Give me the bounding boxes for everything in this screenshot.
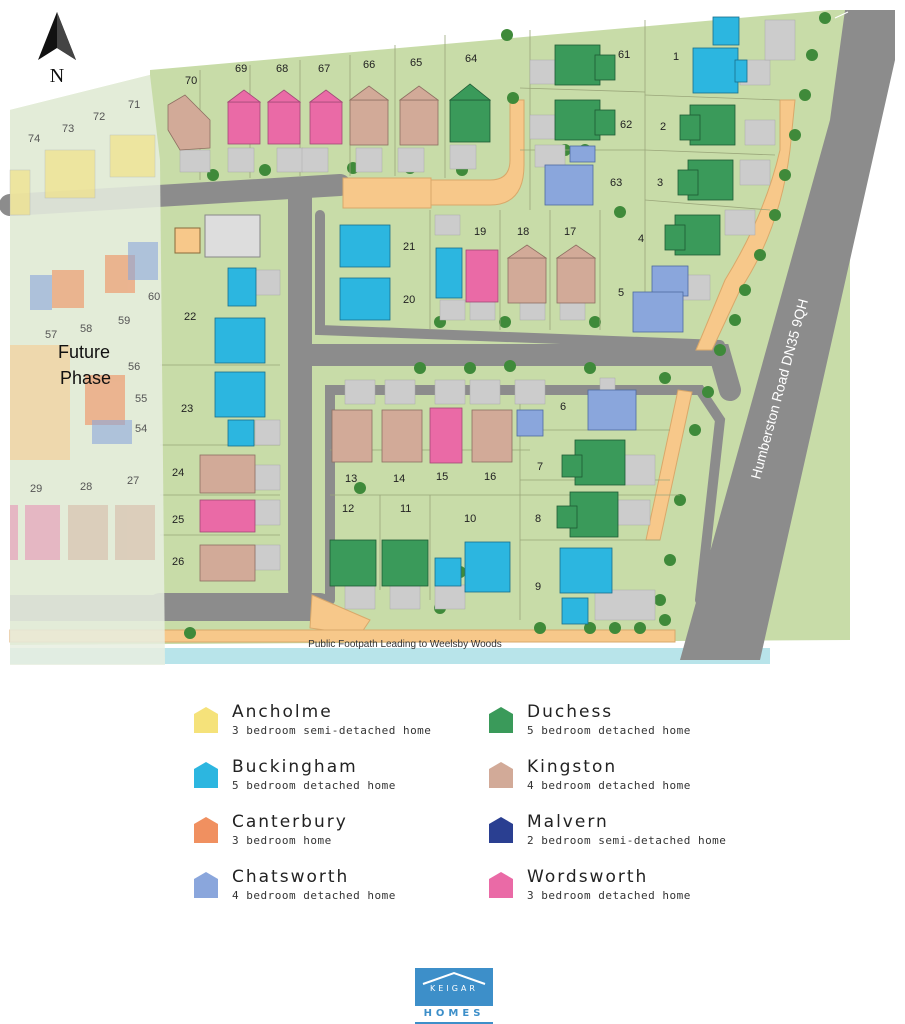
svg-text:9: 9 xyxy=(535,581,541,593)
svg-text:26: 26 xyxy=(172,556,184,568)
legend-item-wordsworth: Wordsworth 3 bedroom detached home xyxy=(485,865,785,915)
plot-numbers: 70 69 68 67 66 65 64 61 62 63 1 2 3 4 5 … xyxy=(172,49,679,593)
legend-item-ancholme: Ancholme 3 bedroom semi-detached home xyxy=(190,700,490,750)
svg-text:66: 66 xyxy=(363,59,375,71)
svg-text:28: 28 xyxy=(80,481,92,493)
legend-name: Kingston xyxy=(527,757,618,777)
legend-item-canterbury: Canterbury 3 bedroom home xyxy=(190,810,490,860)
svg-text:20: 20 xyxy=(403,294,415,306)
svg-text:5: 5 xyxy=(618,287,624,299)
legend-item-duchess: Duchess 5 bedroom detached home xyxy=(485,700,785,750)
svg-text:62: 62 xyxy=(620,119,632,131)
svg-text:59: 59 xyxy=(118,315,130,327)
svg-text:58: 58 xyxy=(80,323,92,335)
north-label: N xyxy=(50,65,64,87)
legend-item-chatsworth: Chatsworth 4 bedroom detached home xyxy=(190,865,490,915)
svg-text:65: 65 xyxy=(410,57,422,69)
legend-name: Buckingham xyxy=(232,757,358,777)
svg-text:67: 67 xyxy=(318,63,330,75)
legend-name: Chatsworth xyxy=(232,867,350,887)
svg-text:15: 15 xyxy=(436,471,448,483)
legend-description: 4 bedroom detached home xyxy=(232,889,396,902)
legend-description: 3 bedroom semi-detached home xyxy=(232,724,432,737)
svg-text:11: 11 xyxy=(400,503,411,515)
svg-text:7: 7 xyxy=(537,461,543,473)
legend-item-kingston: Kingston 4 bedroom detached home xyxy=(485,755,785,805)
future-phase-area: 71 72 73 74 60 59 58 57 56 55 54 29 28 2… xyxy=(9,75,165,665)
house-shape-icon xyxy=(489,872,513,898)
svg-text:71: 71 xyxy=(128,99,140,111)
north-arrow-icon: N xyxy=(38,12,76,87)
svg-text:14: 14 xyxy=(393,473,405,485)
driveways xyxy=(179,19,796,621)
legend-description: 2 bedroom semi-detached home xyxy=(527,834,727,847)
legend-name: Malvern xyxy=(527,812,609,832)
svg-text:23: 23 xyxy=(181,403,193,415)
svg-text:64: 64 xyxy=(465,53,477,65)
legend-description: 5 bedroom detached home xyxy=(232,779,396,792)
house-shape-icon xyxy=(194,762,218,788)
svg-text:74: 74 xyxy=(28,133,40,145)
keigar-homes-logo: KEIGAR HOMES xyxy=(415,968,493,1024)
house-shape-icon xyxy=(489,707,513,733)
house-shape-icon xyxy=(194,817,218,843)
svg-text:19: 19 xyxy=(474,226,486,238)
humberston-road xyxy=(680,10,895,660)
house-shape-icon xyxy=(489,817,513,843)
footpath-label: Public Footpath Leading to Weelsby Woods xyxy=(308,639,502,650)
svg-text:57: 57 xyxy=(45,329,57,341)
svg-text:12: 12 xyxy=(342,503,354,515)
legend-item-buckingham: Buckingham 5 bedroom detached home xyxy=(190,755,490,805)
legend-name: Ancholme xyxy=(232,702,333,722)
svg-text:27: 27 xyxy=(127,475,139,487)
tree-icons xyxy=(184,12,831,639)
svg-text:29: 29 xyxy=(30,483,42,495)
svg-text:13: 13 xyxy=(345,473,357,485)
house-shape-icon xyxy=(489,762,513,788)
svg-text:18: 18 xyxy=(517,226,529,238)
legend-name: Wordsworth xyxy=(527,867,649,887)
svg-text:21: 21 xyxy=(403,241,415,253)
legend-name: Canterbury xyxy=(232,812,348,832)
svg-text:24: 24 xyxy=(172,467,184,479)
svg-text:10: 10 xyxy=(464,513,476,525)
house-shape-icon xyxy=(194,707,218,733)
svg-text:25: 25 xyxy=(172,514,184,526)
svg-text:55: 55 xyxy=(135,393,147,405)
legend-description: 5 bedroom detached home xyxy=(527,724,691,737)
svg-text:2: 2 xyxy=(660,121,666,133)
site-plan-map: Public Footpath Leading to Weelsby Woods… xyxy=(0,10,895,665)
svg-text:63: 63 xyxy=(610,177,622,189)
svg-text:68: 68 xyxy=(276,63,288,75)
future-phase-label: Future Phase xyxy=(58,342,115,388)
svg-text:17: 17 xyxy=(564,226,576,238)
svg-text:54: 54 xyxy=(135,423,147,435)
legend-description: 3 bedroom home xyxy=(232,834,332,847)
legend-description: 4 bedroom detached home xyxy=(527,779,691,792)
svg-text:8: 8 xyxy=(535,513,541,525)
svg-text:22: 22 xyxy=(184,311,196,323)
house-shape-icon xyxy=(194,872,218,898)
water-channel xyxy=(10,648,770,664)
svg-text:3: 3 xyxy=(657,177,663,189)
legend-item-malvern: Malvern 2 bedroom semi-detached home xyxy=(485,810,785,860)
legend-name: Duchess xyxy=(527,702,614,722)
footpaths xyxy=(9,99,796,643)
svg-text:16: 16 xyxy=(484,471,496,483)
svg-text:6: 6 xyxy=(560,401,566,413)
house-icons xyxy=(167,16,748,625)
svg-text:56: 56 xyxy=(128,361,140,373)
legend-description: 3 bedroom detached home xyxy=(527,889,691,902)
svg-text:60: 60 xyxy=(148,291,160,303)
svg-text:73: 73 xyxy=(62,123,74,135)
svg-text:72: 72 xyxy=(93,111,105,123)
svg-text:61: 61 xyxy=(618,49,630,61)
svg-text:69: 69 xyxy=(235,63,247,75)
svg-text:4: 4 xyxy=(638,233,644,245)
svg-text:1: 1 xyxy=(673,51,679,63)
svg-text:70: 70 xyxy=(185,75,197,87)
